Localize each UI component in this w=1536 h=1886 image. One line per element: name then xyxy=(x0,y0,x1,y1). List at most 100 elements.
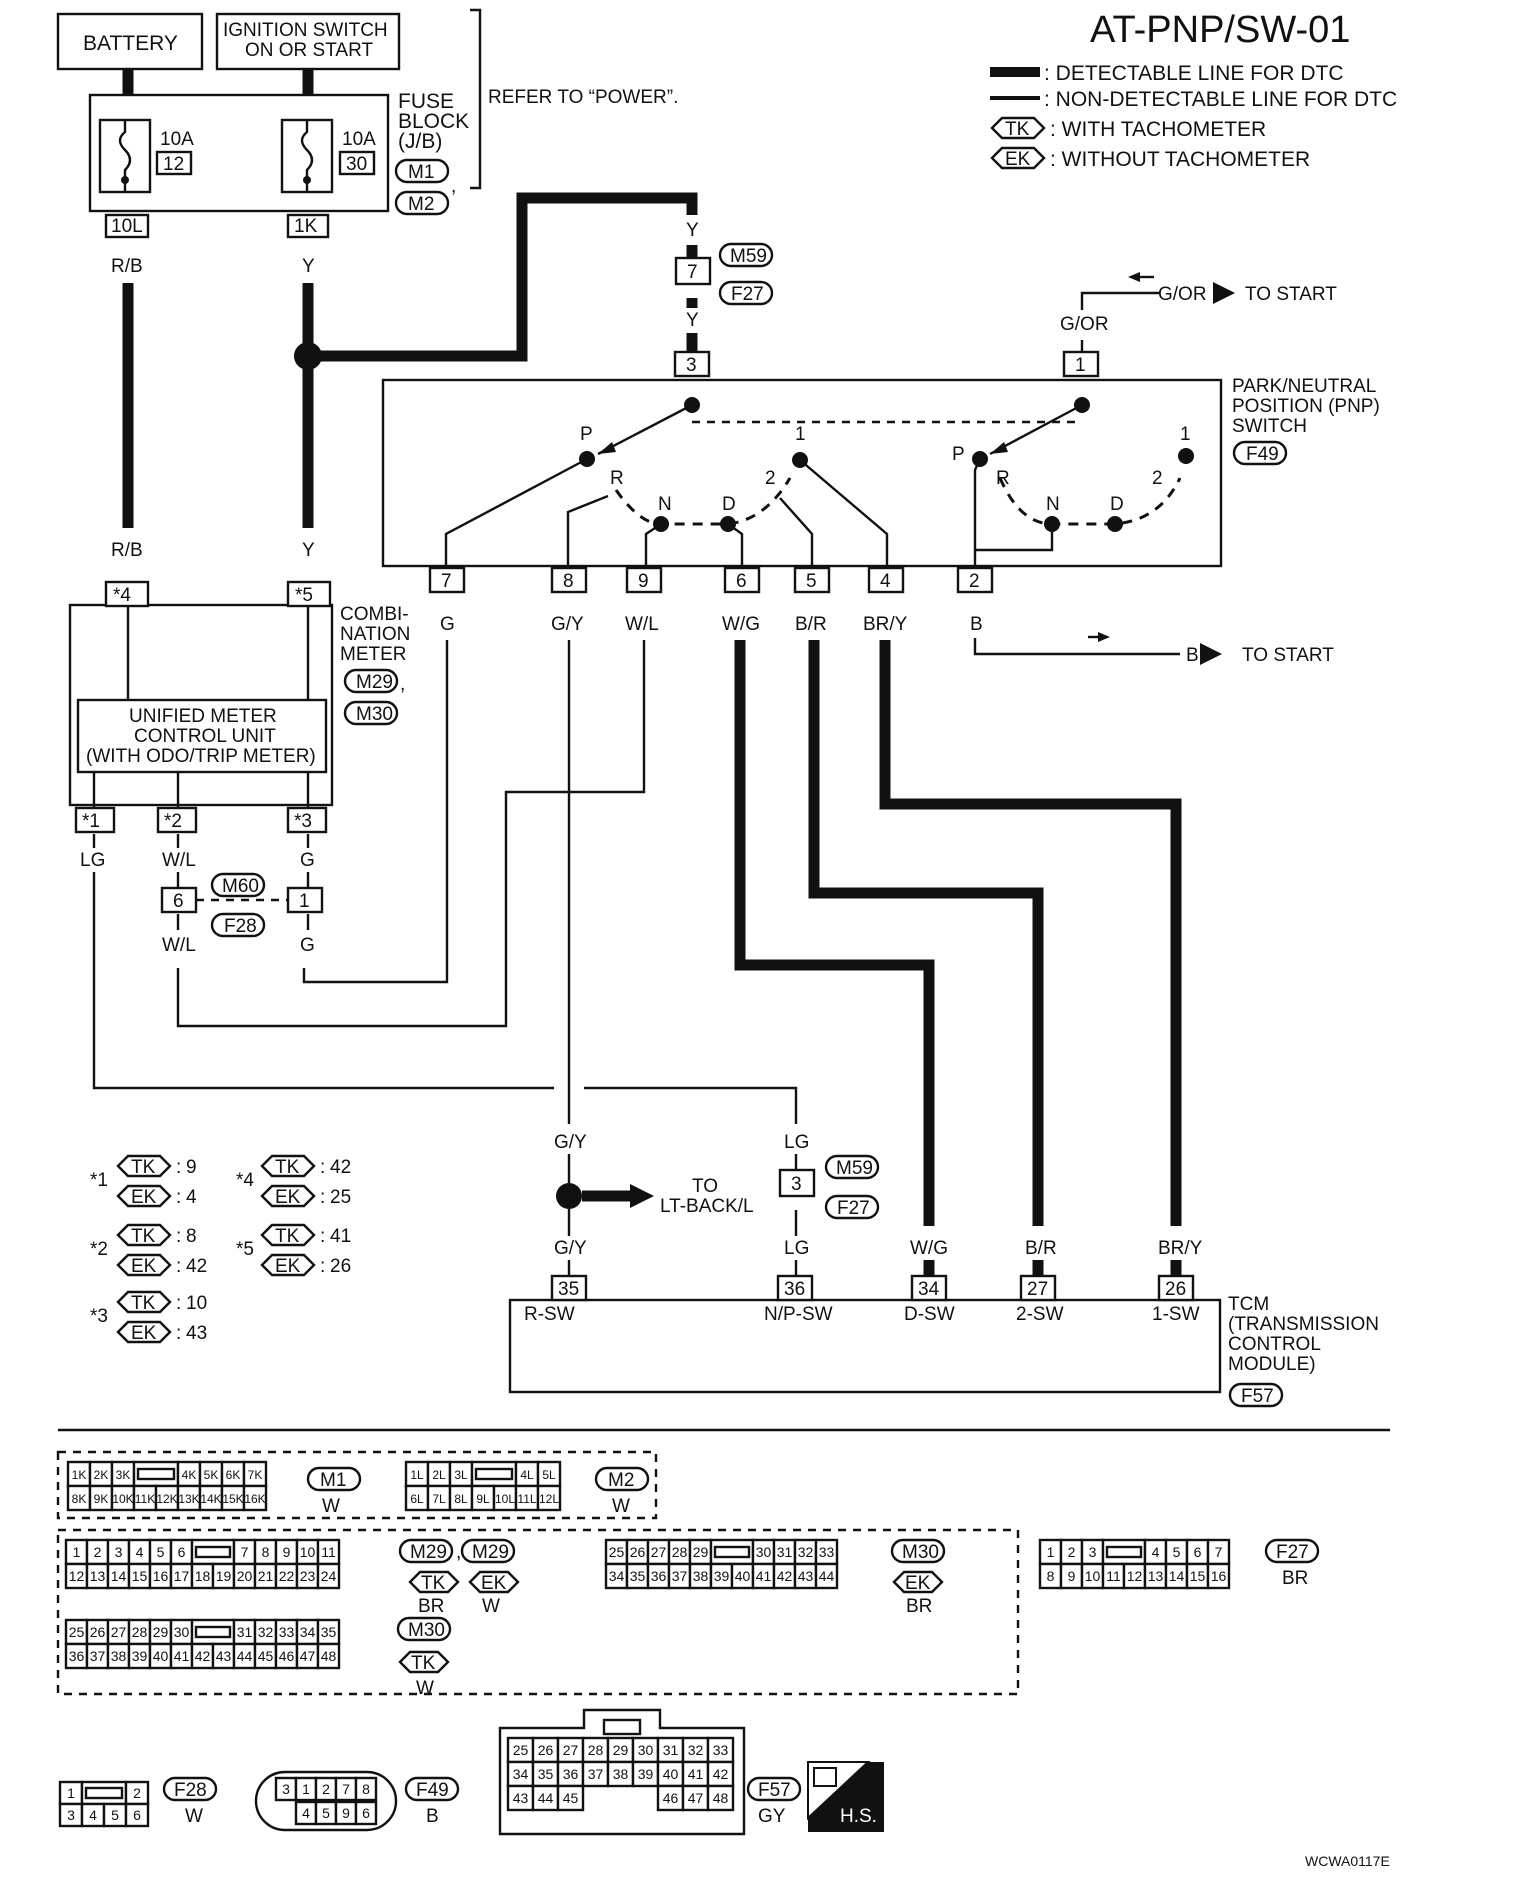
svg-text:M1: M1 xyxy=(408,162,434,183)
svg-text:TO START: TO START xyxy=(1242,645,1334,666)
f57-pin-label: 36 xyxy=(563,1766,579,1782)
f27-pin-label: 16 xyxy=(1211,1568,1227,1584)
f57-pin-label: 35 xyxy=(538,1766,554,1782)
svg-text:F27: F27 xyxy=(837,1198,870,1219)
m30w-pin-label: 32 xyxy=(258,1624,274,1640)
f57-pin-label: 48 xyxy=(713,1790,729,1806)
svg-text:D-SW: D-SW xyxy=(904,1304,955,1325)
f57-pin-label: 27 xyxy=(563,1742,579,1758)
svg-text:9: 9 xyxy=(638,571,649,592)
m30-lock-key xyxy=(713,1545,751,1559)
svg-text:6: 6 xyxy=(736,571,747,592)
svg-text:2-SW: 2-SW xyxy=(1016,1304,1064,1325)
m29-pin-label: 23 xyxy=(300,1568,316,1584)
m30-pin-label: 44 xyxy=(819,1568,835,1584)
m29-pin-label: 16 xyxy=(153,1568,169,1584)
svg-text:EK: EK xyxy=(905,1573,931,1594)
svg-text:7: 7 xyxy=(441,571,452,592)
svg-text:M29: M29 xyxy=(410,1542,447,1563)
m1-pin-label: 16K xyxy=(244,1492,265,1506)
svg-text:W: W xyxy=(322,1496,340,1517)
svg-text:M30: M30 xyxy=(408,1620,445,1641)
svg-text::: : xyxy=(176,1256,181,1277)
svg-text:10L: 10L xyxy=(111,216,143,237)
svg-text:G/Y: G/Y xyxy=(554,1238,587,1259)
f27-pin-label: 3 xyxy=(1089,1544,1097,1560)
m2-pin-label: 4L xyxy=(520,1468,534,1482)
svg-text:TK: TK xyxy=(131,1226,156,1247)
svg-text:Y: Y xyxy=(686,220,699,241)
svg-text:M1: M1 xyxy=(320,1470,346,1491)
m1-pin-label: 13K xyxy=(178,1492,199,1506)
svg-text:M30: M30 xyxy=(356,704,393,725)
svg-text:36: 36 xyxy=(784,1279,805,1300)
m30w-pin-label: 30 xyxy=(174,1624,190,1640)
m2-pin-label: 1L xyxy=(410,1468,424,1482)
m29-pin-label: 1 xyxy=(73,1544,81,1560)
svg-text:M2: M2 xyxy=(408,194,434,215)
m29-pin-label: 7 xyxy=(241,1544,249,1560)
f27-pin-label: 6 xyxy=(1194,1544,1202,1560)
svg-text:P: P xyxy=(952,444,965,465)
f28-cavity xyxy=(124,1802,150,1828)
m30-pin-label: 40 xyxy=(735,1568,751,1584)
f49-cavity xyxy=(354,1776,378,1802)
svg-text:ON OR START: ON OR START xyxy=(245,40,373,61)
svg-text:D: D xyxy=(1110,494,1124,515)
svg-text:25: 25 xyxy=(330,1187,351,1208)
m29-pin-label: 8 xyxy=(262,1544,270,1560)
f57-pin-label: 33 xyxy=(713,1742,729,1758)
m30-pin-label: 43 xyxy=(798,1568,814,1584)
svg-text:F27: F27 xyxy=(731,284,764,305)
m30w-pin-label: 27 xyxy=(111,1624,127,1640)
svg-text:M29: M29 xyxy=(356,672,393,693)
svg-text:1: 1 xyxy=(795,424,806,445)
svg-text::: : xyxy=(176,1187,181,1208)
svg-text:P: P xyxy=(580,424,593,445)
svg-text:COMBI-: COMBI- xyxy=(340,604,409,625)
m30w-pin-label: 39 xyxy=(132,1648,148,1664)
m1-pin-label: 3K xyxy=(116,1468,131,1482)
svg-text:*5: *5 xyxy=(295,585,313,606)
svg-text::: : xyxy=(320,1256,325,1277)
svg-text:EK: EK xyxy=(131,1256,157,1277)
m30w-pin-label: 31 xyxy=(237,1624,253,1640)
svg-text:10: 10 xyxy=(186,1293,207,1314)
svg-text:W/L: W/L xyxy=(162,850,196,871)
m30-pin-label: 33 xyxy=(819,1544,835,1560)
svg-text::: : xyxy=(176,1323,181,1344)
diagram-title: AT-PNP/SW-01 xyxy=(1090,9,1350,51)
svg-text:IGNITION SWITCH: IGNITION SWITCH xyxy=(223,20,388,41)
m2-pin-label: 10L xyxy=(495,1492,515,1506)
m30-pin-label: 41 xyxy=(756,1568,772,1584)
svg-text::: : xyxy=(176,1226,181,1247)
m2-pin-label: 12L xyxy=(539,1492,559,1506)
svg-text:H.S.: H.S. xyxy=(840,1806,877,1827)
svg-text:*4: *4 xyxy=(113,585,131,606)
f28-pin-label: 6 xyxy=(133,1807,141,1823)
svg-text::: : xyxy=(320,1226,325,1247)
f28-pin-label: 3 xyxy=(67,1807,75,1823)
m30w-pin-label: 34 xyxy=(300,1624,316,1640)
svg-text::: : xyxy=(176,1157,181,1178)
m2-pin-label: 8L xyxy=(454,1492,468,1506)
m29-pin-label: 18 xyxy=(195,1568,211,1584)
svg-text:R-SW: R-SW xyxy=(524,1304,575,1325)
m30w-pin-label: 35 xyxy=(321,1624,337,1640)
svg-text:W/L: W/L xyxy=(162,935,196,956)
svg-text:M2: M2 xyxy=(608,1470,634,1491)
m1-pin-label: 11K xyxy=(135,1492,155,1506)
svg-text:LG: LG xyxy=(784,1132,809,1153)
svg-text:(J/B): (J/B) xyxy=(398,130,442,153)
f57-pin-label: 25 xyxy=(513,1742,529,1758)
f27-pin-label: 9 xyxy=(1068,1568,1076,1584)
svg-text:35: 35 xyxy=(558,1279,579,1300)
svg-text:F28: F28 xyxy=(224,916,257,937)
f57-pin-label: 39 xyxy=(638,1766,654,1782)
footnote-5: *5 TK :41 EK :26 xyxy=(236,1223,351,1277)
tcm-module: 35 36 34 27 26 R-SW N/P-SW D-SW 2-SW 1-S… xyxy=(508,1274,1379,1408)
m30-pin-label: 30 xyxy=(756,1544,772,1560)
terminal-1k: 1K xyxy=(286,213,330,239)
svg-text:1-SW: 1-SW xyxy=(1152,1304,1200,1325)
svg-text:POSITION (PNP): POSITION (PNP) xyxy=(1232,396,1380,417)
